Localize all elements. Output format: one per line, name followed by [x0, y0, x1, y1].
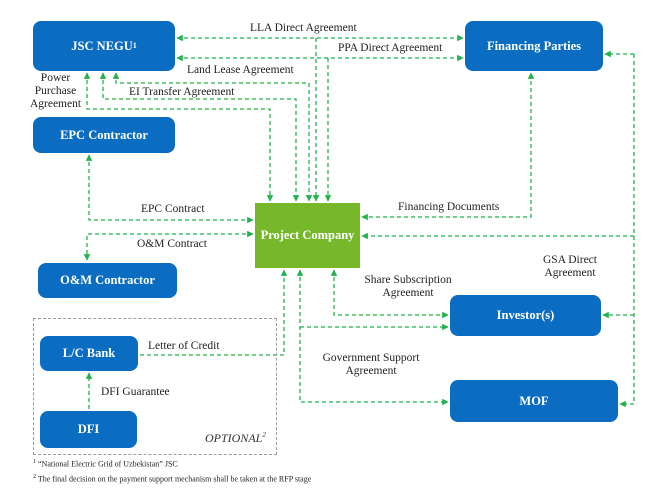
label-land-lease: Land Lease Agreement [187, 64, 294, 76]
node-label: JSC NEGU [71, 38, 133, 53]
label-line: GSA Direct [543, 254, 597, 266]
edge-ppa [83, 72, 274, 202]
label-line: Agreement [382, 287, 434, 300]
label-line: Power [40, 72, 71, 84]
footnote-text: The final decision on the payment suppor… [37, 474, 312, 484]
label-dfi-guarantee: DFI Guarantee [101, 386, 170, 398]
footnote-2: 2 The final decision on the payment supp… [33, 474, 311, 484]
label-power-purchase: Power Purchase Agreement [28, 72, 83, 112]
edge-epc-contract [85, 154, 254, 224]
optional-group [33, 318, 277, 455]
label-lla-direct: LLA Direct Agreement [250, 22, 357, 34]
label-financing-documents: Financing Documents [398, 201, 500, 213]
footnote-1: 1 “National Electric Grid of Uzbekistan”… [33, 459, 178, 469]
label-ei-transfer: EI Transfer Agreement [129, 86, 235, 98]
label-line: Share Subscription [364, 274, 452, 286]
label-line: Government Support [322, 352, 420, 364]
footnote-ref: 2 [33, 474, 36, 480]
label-line: Purchase [34, 85, 77, 98]
node-label: Project Company [260, 228, 355, 242]
label-government-support: Government Support Agreement [318, 352, 424, 378]
node-mof[interactable]: MOF [450, 380, 618, 422]
edge-financing-documents [361, 72, 535, 221]
optional-label: OPTIONAL2 [205, 431, 266, 445]
label-epc-contract: EPC Contract [141, 203, 205, 215]
node-label: DFI [77, 422, 100, 436]
label-ppa-direct: PPA Direct Agreement [338, 42, 443, 54]
footnote-ref: 1 [33, 459, 36, 465]
label-gsa-direct: GSA Direct Agreement [540, 254, 600, 280]
node-label: Financing Parties [486, 38, 582, 53]
node-om-contractor[interactable]: O&M Contractor [38, 263, 177, 298]
node-dfi[interactable]: DFI [40, 411, 137, 448]
edge-government-support [296, 269, 449, 406]
node-label: Investor(s) [496, 308, 555, 322]
edge-om-contract [83, 230, 254, 261]
node-epc-contractor[interactable]: EPC Contractor [33, 117, 175, 153]
node-label: EPC Contractor [60, 127, 148, 142]
label-letter-of-credit: Letter of Credit [148, 340, 220, 352]
node-project-company[interactable]: Project Company [255, 203, 360, 268]
label-line: Agreement [544, 267, 596, 280]
node-investors[interactable]: Investor(s) [450, 295, 601, 336]
label-line: Agreement [345, 365, 397, 378]
label-line: Agreement [29, 98, 82, 111]
node-lc-bank[interactable]: L/C Bank [40, 336, 138, 371]
footnote-text: “National Electric Grid of Uzbekistan” J… [38, 459, 178, 469]
node-label: L/C Bank [62, 346, 116, 360]
label-om-contract: O&M Contract [137, 238, 207, 250]
node-label: O&M Contractor [60, 273, 155, 287]
label-share-subscription: Share Subscription Agreement [358, 274, 458, 300]
node-label: MOF [519, 393, 549, 408]
node-financing-parties[interactable]: Financing Parties [465, 21, 603, 71]
edge-letter-of-credit [140, 269, 288, 356]
